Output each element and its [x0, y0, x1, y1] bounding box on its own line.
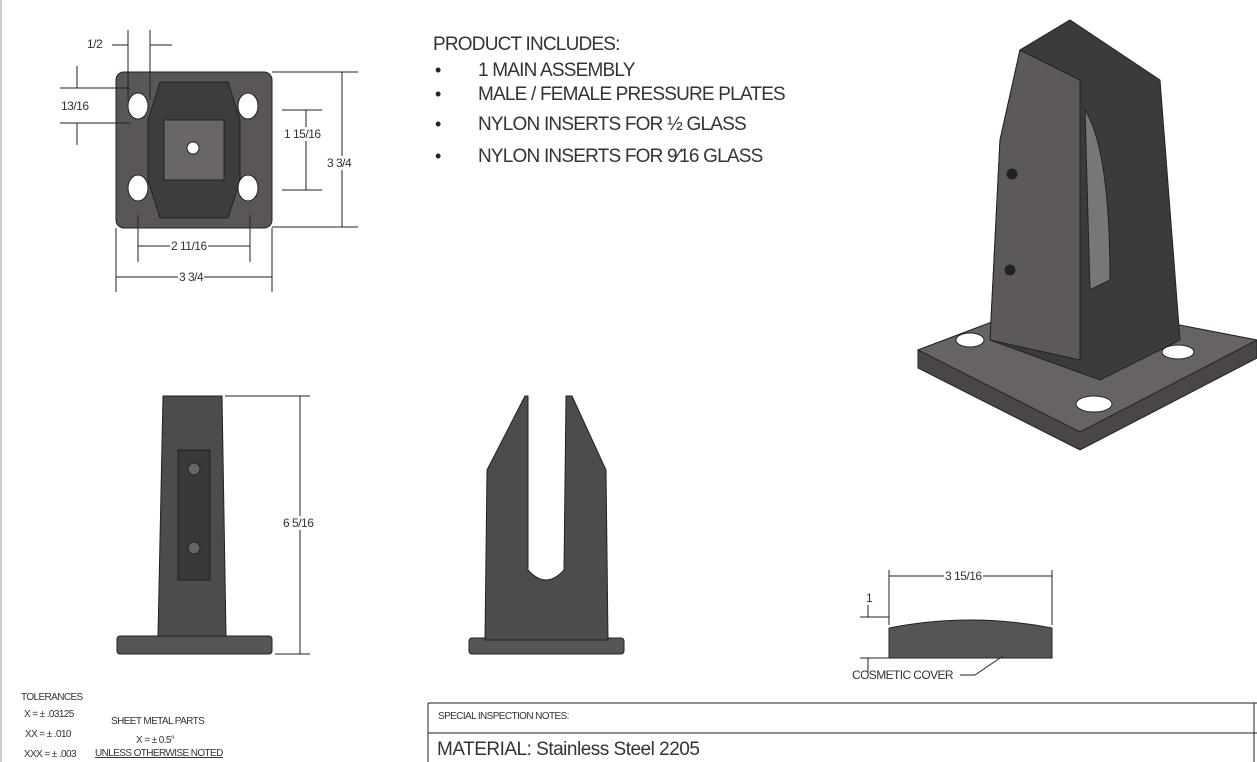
list-item: •MALE / FEMALE PRESSURE PLATES	[435, 84, 786, 105]
side-view-post	[116, 395, 310, 655]
list-item: •NYLON INSERTS FOR ½ GLASS	[435, 114, 747, 135]
cosmetic-cover	[860, 570, 1053, 676]
dim-cover-height: 1	[865, 591, 874, 605]
isometric-view	[916, 19, 1257, 451]
cosmetic-cover-label: COSMETIC COVER	[852, 668, 954, 682]
tolerance-xxx: XXX = ± .003	[24, 749, 77, 760]
dim-hole-spacing-horizontal: 2 11/16	[170, 239, 208, 253]
material-label: MATERIAL: Stainless Steel 2205	[437, 739, 700, 760]
sheet-metal-heading: SHEET METAL PARTS	[111, 716, 205, 727]
dim-hole-width: 1/2	[86, 37, 104, 51]
title-block-lines	[427, 702, 1257, 762]
top-view-dimension-lines	[60, 30, 358, 292]
top-view-base-plate	[115, 71, 273, 229]
special-inspection-notes-label: SPECIAL INSPECTION NOTES:	[438, 711, 569, 722]
dim-base-width: 3 3/4	[178, 270, 205, 284]
tolerance-x: X = ± .03125	[24, 709, 74, 720]
tolerances-heading: TOLERANCES	[21, 692, 83, 703]
unless-noted: UNLESS OTHERWISE NOTED	[95, 748, 223, 759]
tolerance-xx: XX = ± .010	[25, 729, 71, 740]
dim-hole-height: 13/16	[60, 99, 90, 113]
sheet-metal-tolerance: X = ± 0.5°	[136, 735, 175, 746]
dim-post-height: 6 5/16	[282, 516, 315, 530]
dim-cover-width: 3 15/16	[944, 569, 983, 583]
dim-base-height: 3 3/4	[326, 156, 353, 170]
dim-hole-spacing-vertical: 1 15/16	[283, 127, 322, 141]
list-item: •NYLON INSERTS FOR 9⁄16 GLASS	[435, 146, 763, 167]
front-view-post	[468, 395, 625, 655]
product-includes-list: •1 MAIN ASSEMBLY •MALE / FEMALE PRESSURE…	[435, 56, 786, 172]
list-item: •1 MAIN ASSEMBLY	[435, 60, 635, 81]
product-includes-heading: PRODUCT INCLUDES:	[433, 34, 620, 55]
